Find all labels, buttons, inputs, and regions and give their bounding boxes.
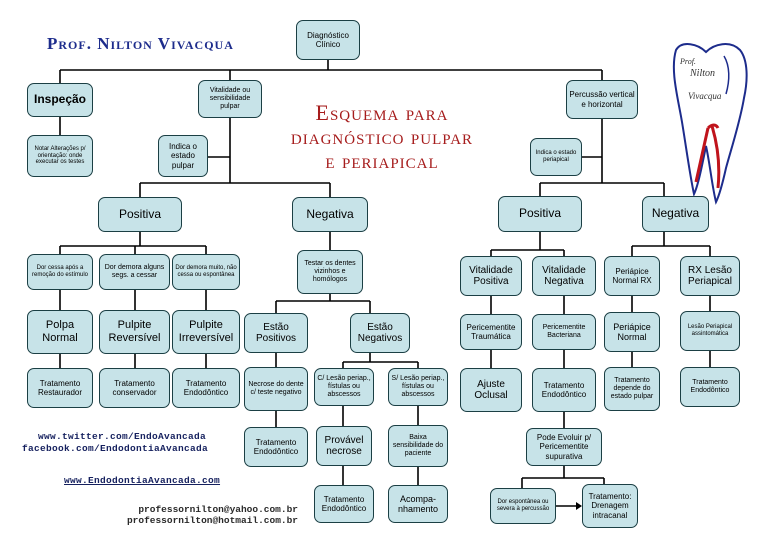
diagram-title: Esquema para diagnóstico pulpar e periap… <box>248 100 516 174</box>
box-tratamento-restaurador: Tratamento Restaurador <box>27 368 93 408</box>
box-dor-cessa: Dor cessa após a remoção do estímulo <box>27 254 93 290</box>
tooth-logo: Prof. Nilton Vivacqua <box>672 43 748 205</box>
box-inspecao: Inspeção <box>27 83 93 117</box>
box-tratamento-endodontico-3: Tratamento Endodôntico <box>314 485 374 523</box>
box-dor-espontanea: Dor espontânea ou severa à percussão <box>490 488 556 524</box>
box-indica-estado-pulpar: Indica o estado pulpar <box>158 135 208 177</box>
box-tratamento-endodontico-5: Tratamento Endodôntico <box>680 367 740 407</box>
box-vitalidade-negativa: Vitalidade Negativa <box>532 256 596 296</box>
box-tratamento-endodontico-4: Tratamento Endodôntico <box>532 368 596 412</box>
box-notar-alteracoes: Notar Alterações p/ orientação: onde exe… <box>27 135 93 177</box>
box-s-lesao: S/ Lesão periap., fístulas ou abscessos <box>388 368 448 406</box>
email-yahoo[interactable]: professornilton@yahoo.com.br <box>138 504 298 515</box>
box-lesao-periapical-assintomatica: Lesão Periapical assintomática <box>680 311 740 351</box>
twitter-link[interactable]: www.twitter.com/EndoAvancada <box>38 431 207 442</box>
box-pericementite-bacteriana: Pericementite Bacteriana <box>532 314 596 350</box>
box-testar-dentes: Testar os dentes vizinhos e homólogos <box>297 250 363 294</box>
box-pulpite-reversivel: Pulpite Reversível <box>99 310 170 354</box>
title-line-1: Esquema para <box>315 100 449 125</box>
box-baixa-sensibilidade: Baixa sensibilidade do paciente <box>388 425 448 467</box>
box-diagnostico-clinico: Diagnóstico Clínico <box>296 20 360 60</box>
logo-text-nilton: Nilton <box>689 68 715 79</box>
email-hotmail[interactable]: professornilton@hotmail.com.br <box>126 515 298 526</box>
box-positiva-periapical: Positiva <box>498 196 582 232</box>
box-tratamento-depende: Tratamento depende do estado pulpar <box>604 367 660 411</box>
box-vitalidade-sensibilidade: Vitalidade ou sensibilidade pulpar <box>198 80 262 118</box>
box-pulpite-irreversivel: Pulpite Irreversível <box>172 310 240 354</box>
box-periapice-normal-rx: Periápice Normal RX <box>604 256 660 296</box>
box-c-lesao: C/ Lesão periap., fístulas ou abscessos <box>314 368 374 406</box>
box-rx-lesao-periapical: RX Lesão Periapical <box>680 256 740 296</box>
box-negativa-pulpar: Negativa <box>292 197 368 232</box>
box-negativa-periapical: Negativa <box>642 196 709 232</box>
box-ajuste-oclusal: Ajuste Oclusal <box>460 368 522 412</box>
box-dor-demora-muito: Dor demora muito, não cessa ou espontâne… <box>172 254 240 290</box>
box-tratamento-endodontico-1: Tratamento Endodôntico <box>172 368 240 408</box>
box-indica-estado-periapical: Indica o estado periapical <box>530 138 582 176</box>
author-name: Prof. Nilton Vivacqua <box>47 34 234 53</box>
site-link[interactable]: www.EndodontiaAvancada.com <box>64 475 221 486</box>
box-pericementite-traumatica: Pericementite Traumática <box>460 314 522 350</box>
box-polpa-normal: Polpa Normal <box>27 310 93 354</box>
box-tratamento-endodontico-2: Tratamento Endodôntico <box>244 427 308 467</box>
box-estao-positivos: Estão Positivos <box>244 313 308 353</box>
box-estao-negativos: Estão Negativos <box>350 313 410 353</box>
box-acompanhamento: Acompa- nhamento <box>388 485 448 523</box>
box-vitalidade-positiva: Vitalidade Positiva <box>460 256 522 296</box>
box-tratamento-conservador: Tratamento conservador <box>99 368 170 408</box>
logo-text-vivacqua: Vivacqua <box>688 91 722 101</box>
title-line-2: diagnóstico pulpar <box>290 124 474 149</box>
box-tratamento-drenagem: Tratamento: Drenagem intracanal <box>582 484 638 528</box>
facebook-link[interactable]: facebook.com/EndodontiaAvancada <box>22 443 209 454</box>
box-provavel-necrose: Provável necrose <box>316 426 372 466</box>
logo-text-prof: Prof. <box>679 57 696 66</box>
box-pode-evoluir: Pode Evoluir p/ Pericementite supurativa <box>526 428 602 466</box>
box-positiva-pulpar: Positiva <box>98 197 182 232</box>
box-percussao: Percussão vertical e horizontal <box>566 80 638 119</box>
box-necrose-dente: Necrose do dente c/ teste negativo <box>244 367 308 411</box>
box-dor-demora-segs: Dor demora alguns segs. a cessar <box>99 254 170 290</box>
box-periapice-normal: Periápice Normal <box>604 312 660 352</box>
title-line-3: e periapical <box>325 148 439 173</box>
